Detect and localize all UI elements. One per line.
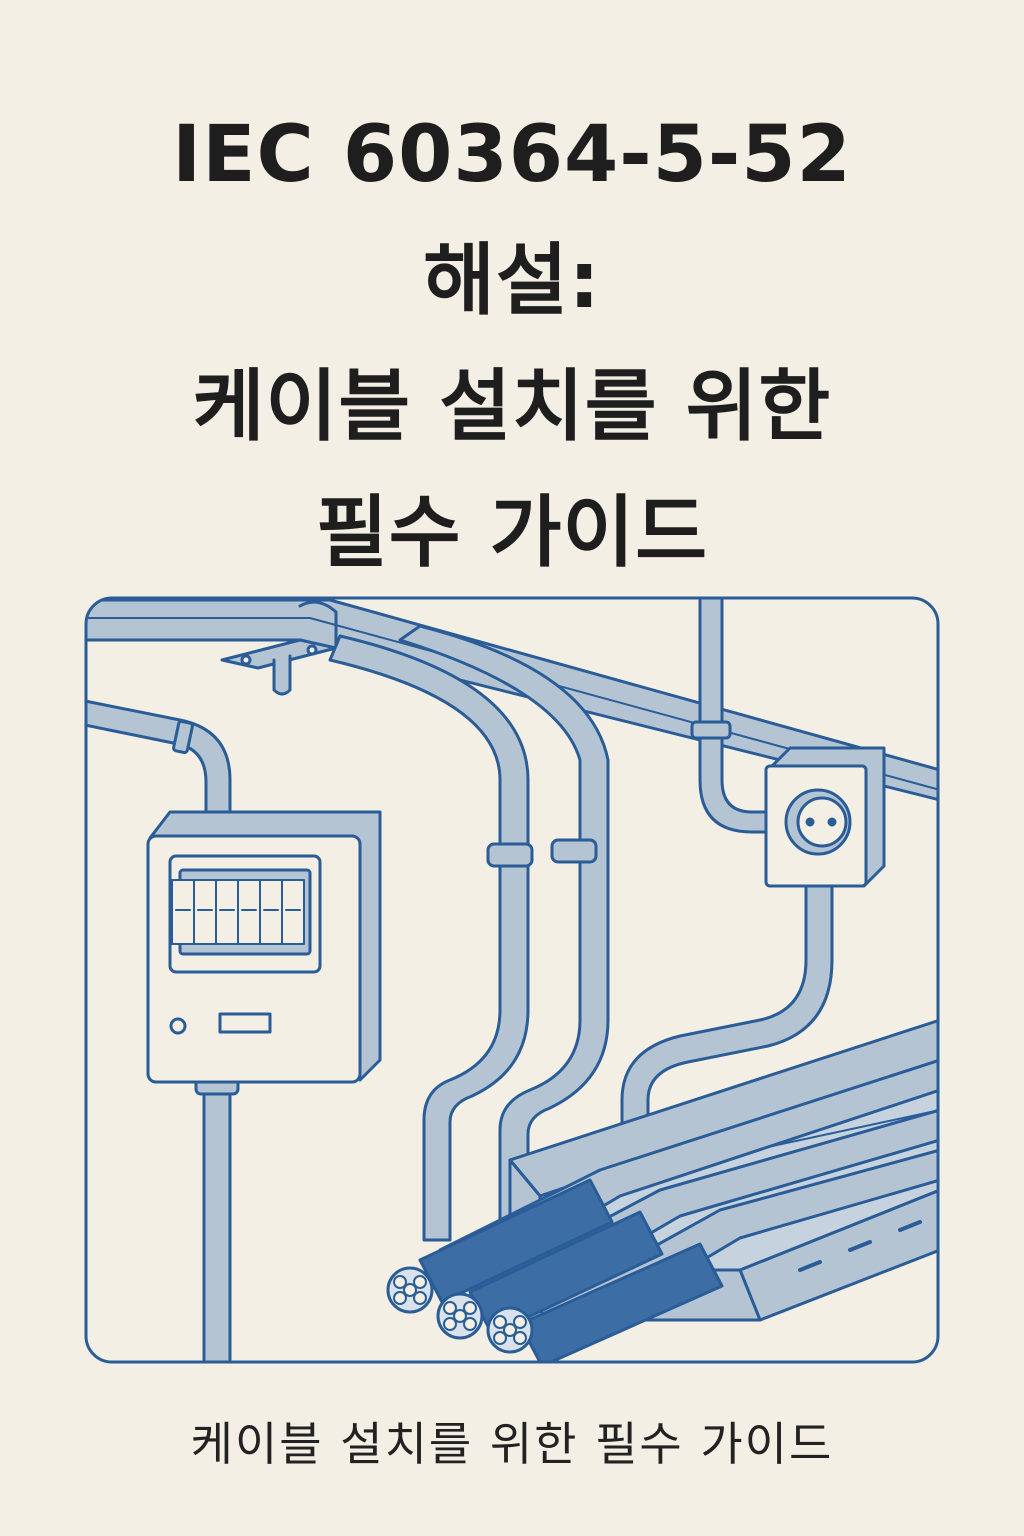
three-cables xyxy=(386,1058,938,1362)
cable-installation-illustration xyxy=(84,596,940,1364)
title-line-4: 필수 가이드 xyxy=(316,488,708,578)
wall-socket xyxy=(620,746,886,1132)
subtitle: 케이블 설치를 위한 필수 가이드 xyxy=(190,1417,834,1471)
circuit-breakers xyxy=(171,879,305,945)
distribution-board xyxy=(146,810,382,1084)
title-line-1: IEC 60364-5-52 xyxy=(172,110,852,200)
ceiling-conduit xyxy=(86,598,938,802)
title: IEC 60364-5-52 해설: 케이블 설치를 위한 필수 가이드 xyxy=(0,92,1024,596)
title-line-3: 케이블 설치를 위한 xyxy=(192,362,832,452)
title-line-2: 해설: xyxy=(423,236,601,326)
